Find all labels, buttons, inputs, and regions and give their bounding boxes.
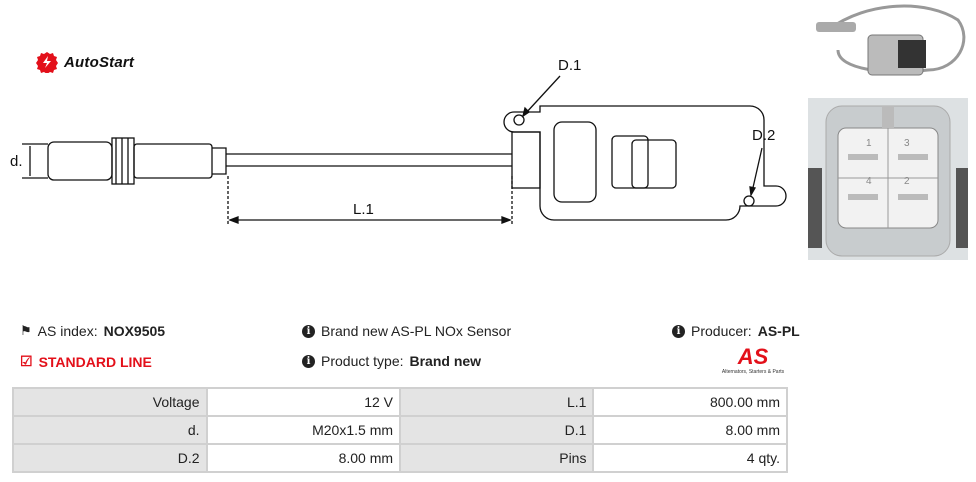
pin-label: 1 <box>866 138 872 149</box>
as-index-label: AS index: <box>37 323 98 339</box>
info-icon: i <box>302 354 315 368</box>
pin-label: 3 <box>904 138 910 149</box>
spec-label: d. <box>12 415 208 445</box>
as-index-value: NOX9505 <box>103 323 166 339</box>
spec-value: M20x1.5 mm <box>205 415 402 445</box>
checkbox-icon: ☑ <box>20 353 33 369</box>
label-d: d. <box>10 153 23 170</box>
product-type-value: Brand new <box>409 353 482 369</box>
as-logo-tagline: Alternators, Starters & Parts <box>721 369 785 375</box>
spec-label: D.2 <box>12 443 208 473</box>
spec-value: 4 qty. <box>592 443 788 473</box>
connector-photo: 1 3 4 2 <box>808 98 968 260</box>
gear-bolt-icon <box>36 52 58 73</box>
pin-label: 2 <box>904 176 910 187</box>
label-d2: D.2 <box>752 127 775 144</box>
producer-label: Producer: <box>691 323 752 339</box>
spec-label: D.1 <box>399 415 595 445</box>
description-text: Brand new AS-PL NOx Sensor <box>321 323 512 339</box>
table-row: d. M20x1.5 mm D.1 8.00 mm <box>12 415 788 445</box>
spec-value: 8.00 mm <box>592 415 788 445</box>
standard-line-label: STANDARD LINE <box>38 353 152 370</box>
label-d1: D.1 <box>558 57 581 74</box>
product-type-label: Product type: <box>321 353 404 369</box>
sensor-photo <box>808 0 968 92</box>
spec-label: Pins <box>399 443 595 473</box>
brand-name: AutoStart <box>64 53 135 71</box>
spec-value: 800.00 mm <box>592 387 788 417</box>
table-row: D.2 8.00 mm Pins 4 qty. <box>12 443 788 473</box>
standard-line-badge: ☑ STANDARD LINE <box>20 353 152 370</box>
pin-label: 4 <box>866 176 872 187</box>
producer: i Producer: AS-PL <box>672 323 800 339</box>
label-l1: L.1 <box>353 201 374 218</box>
producer-value: AS-PL <box>757 323 800 339</box>
spec-label: Voltage <box>12 387 208 417</box>
product-type: i Product type: Brand new <box>302 353 481 369</box>
info-icon: i <box>672 324 685 338</box>
info-icon: i <box>302 324 315 338</box>
spec-value: 8.00 mm <box>205 443 402 473</box>
as-logo-mark: AS <box>737 344 769 369</box>
spec-value: 12 V <box>205 387 402 417</box>
specs-table: Voltage 12 V L.1 800.00 mm d. M20x1.5 mm… <box>12 387 788 473</box>
as-pl-logo: AS Alternators, Starters & Parts <box>716 344 790 376</box>
as-index: ⚑ AS index: NOX9505 <box>20 323 165 339</box>
spec-label: L.1 <box>399 387 595 417</box>
autostart-logo: AutoStart <box>36 51 134 73</box>
table-row: Voltage 12 V L.1 800.00 mm <box>12 387 788 417</box>
sensor-diagram: d. L.1 D.1 D.2 <box>10 57 787 226</box>
tags-icon: ⚑ <box>20 323 32 338</box>
description: i Brand new AS-PL NOx Sensor <box>302 323 511 339</box>
